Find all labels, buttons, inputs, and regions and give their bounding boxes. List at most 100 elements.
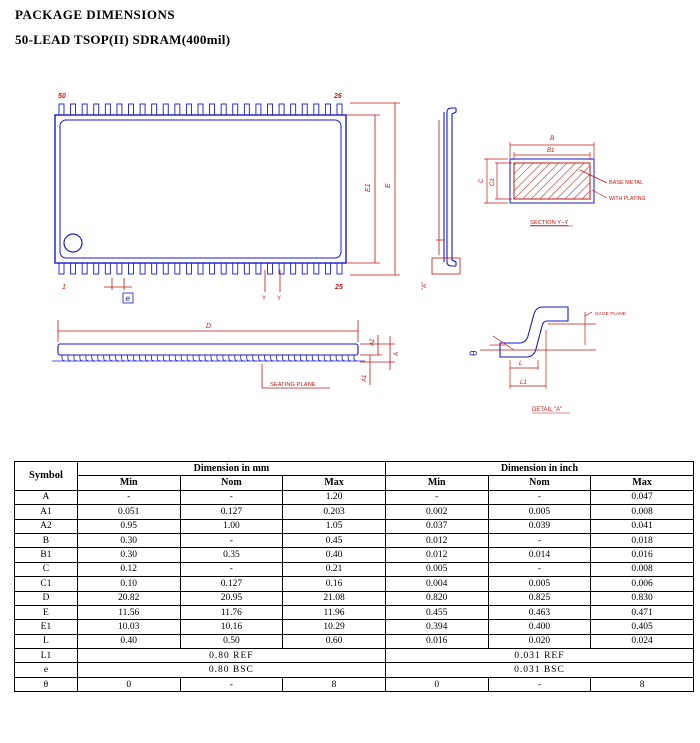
pin-top bbox=[139, 103, 146, 116]
front-lead bbox=[288, 355, 292, 362]
pin-bottom bbox=[232, 262, 239, 275]
front-lead bbox=[204, 355, 209, 362]
symbol-cell: A bbox=[14, 489, 78, 506]
dim-e1-label: E1 bbox=[365, 183, 372, 192]
pin-bottom bbox=[243, 262, 250, 275]
front-lead bbox=[216, 355, 220, 362]
pin-bottom bbox=[313, 262, 320, 275]
front-lead bbox=[282, 355, 286, 362]
value-cell: 11.96 bbox=[282, 604, 386, 621]
span-cell: 0.80 BSC bbox=[76, 662, 386, 678]
detail-a-marker: "A" bbox=[422, 282, 428, 290]
top-view bbox=[54, 103, 347, 275]
value-cell: 0.012 bbox=[384, 532, 489, 549]
front-lead bbox=[276, 355, 280, 362]
section-c1-label: C1 bbox=[490, 178, 496, 186]
page-subtitle: 50-LEAD TSOP(II) SDRAM(400mil) bbox=[15, 32, 231, 47]
value-cell: 1.20 bbox=[282, 489, 386, 506]
pin-top bbox=[209, 103, 216, 116]
pin-bottom bbox=[151, 262, 158, 275]
front-lead bbox=[145, 355, 149, 362]
pin-bottom bbox=[290, 262, 297, 275]
front-lead bbox=[329, 355, 334, 362]
front-lead bbox=[341, 355, 346, 362]
pin-bottom bbox=[70, 262, 77, 275]
value-cell: 0.127 bbox=[179, 576, 284, 592]
pin-top bbox=[93, 103, 100, 116]
front-lead bbox=[299, 355, 304, 362]
pin-top bbox=[81, 103, 88, 116]
symbol-cell: E1 bbox=[14, 619, 78, 635]
dim-a2-label: A2 bbox=[370, 338, 376, 347]
front-lead bbox=[323, 355, 328, 362]
seating-plane-label: SEATING PLANE bbox=[270, 382, 316, 388]
front-lead bbox=[192, 355, 197, 362]
section-b1-label: B1 bbox=[547, 148, 554, 154]
front-lead bbox=[353, 355, 358, 362]
pin-top bbox=[58, 103, 65, 116]
value-cell: - bbox=[487, 676, 592, 693]
theta-label: θ bbox=[469, 350, 480, 356]
pin-50-label: 50 bbox=[58, 93, 66, 100]
sub-header: Min bbox=[76, 475, 181, 491]
pin-top bbox=[232, 103, 239, 116]
symbol-cell: e bbox=[14, 662, 78, 678]
pin-top bbox=[255, 103, 262, 116]
front-lead bbox=[61, 355, 66, 362]
symbol-cell: A2 bbox=[14, 518, 78, 534]
symbol-cell: E bbox=[14, 604, 78, 621]
value-cell: 11.76 bbox=[179, 604, 284, 621]
value-cell: 0.21 bbox=[282, 561, 386, 578]
value-cell: 0.037 bbox=[384, 518, 489, 534]
value-cell: 0.203 bbox=[282, 504, 386, 520]
span-cell: 0.031 REF bbox=[384, 648, 695, 664]
pitch-box bbox=[122, 292, 134, 304]
value-cell: 0.455 bbox=[384, 604, 489, 621]
pin-top bbox=[324, 103, 331, 116]
value-cell: 11.56 bbox=[76, 604, 181, 621]
pin-top bbox=[70, 103, 77, 116]
front-lead bbox=[294, 355, 298, 362]
symbol-cell: L bbox=[14, 633, 78, 650]
value-cell: 0.45 bbox=[282, 532, 386, 549]
symbol-header: Symbol bbox=[14, 461, 78, 491]
value-cell: 0.10 bbox=[76, 576, 181, 592]
front-lead bbox=[162, 355, 167, 362]
value-cell: 0.400 bbox=[487, 619, 592, 635]
value-cell: - bbox=[487, 489, 592, 506]
front-lead bbox=[127, 355, 131, 362]
front-lead bbox=[335, 355, 340, 362]
value-cell: 0.005 bbox=[487, 504, 592, 520]
value-cell: 10.29 bbox=[282, 619, 386, 635]
dimension-table: Symbol Dimension in mm Dimension in inch… bbox=[14, 460, 695, 693]
pin-bottom bbox=[197, 262, 204, 275]
value-cell: 0.006 bbox=[590, 576, 694, 592]
value-cell: 0.30 bbox=[76, 547, 181, 563]
front-lead bbox=[240, 355, 244, 362]
value-cell: - bbox=[487, 561, 592, 578]
value-cell: 0 bbox=[384, 676, 489, 693]
front-lead bbox=[305, 355, 310, 362]
front-lead-row bbox=[61, 355, 358, 362]
value-cell: 0.830 bbox=[590, 590, 694, 606]
value-cell: 0.825 bbox=[487, 590, 592, 606]
pin-bottom bbox=[58, 262, 65, 275]
pin-bottom bbox=[336, 262, 343, 275]
value-cell: 10.16 bbox=[179, 619, 284, 635]
value-cell: 0.018 bbox=[590, 532, 694, 549]
value-cell: 21.08 bbox=[282, 590, 386, 606]
front-lead bbox=[317, 355, 322, 362]
side-view-end bbox=[443, 107, 457, 267]
value-cell: 0.014 bbox=[487, 547, 592, 563]
span-cell: 0.031 BSC bbox=[384, 662, 695, 678]
front-lead bbox=[210, 355, 215, 362]
value-cell: 0.041 bbox=[590, 518, 694, 534]
symbol-cell: B1 bbox=[14, 547, 78, 563]
front-lead bbox=[150, 355, 155, 362]
pin-bottom bbox=[209, 262, 216, 275]
value-cell: - bbox=[487, 532, 592, 549]
